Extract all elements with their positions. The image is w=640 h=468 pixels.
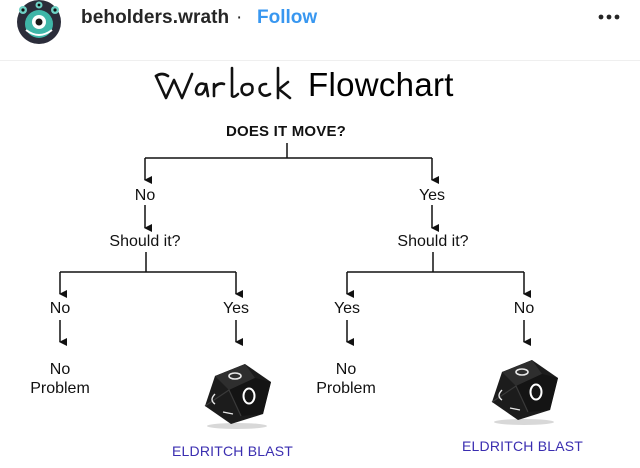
eldritch-blast-left: ELDRITCH BLAST bbox=[172, 443, 294, 459]
question-does-it-move: DOES IT MOVE? bbox=[225, 123, 347, 140]
follow-button[interactable]: Follow bbox=[257, 7, 318, 28]
result-line-2: Problem bbox=[30, 380, 90, 397]
left-should-it: Should it? bbox=[109, 233, 181, 250]
flowchart-title: Flowchart bbox=[308, 66, 454, 103]
right-should-it: Should it? bbox=[397, 233, 469, 250]
answer-yes-left: Yes bbox=[222, 300, 250, 317]
answer-no-right: No bbox=[513, 300, 535, 317]
answer-yes-right: Yes bbox=[333, 300, 361, 317]
result-line-1: No bbox=[49, 361, 71, 378]
d10-die-icon bbox=[491, 360, 558, 425]
answer-no-left: No bbox=[49, 300, 71, 317]
avatar[interactable] bbox=[12, 0, 66, 44]
separator-dot: · bbox=[236, 7, 243, 28]
beholder-avatar-icon bbox=[17, 0, 61, 44]
d10-die-icon bbox=[204, 364, 271, 429]
result-no-problem-left: No Problem bbox=[20, 360, 100, 398]
branch-yes: Yes bbox=[418, 187, 446, 204]
more-options-icon bbox=[598, 14, 620, 20]
more-options-button[interactable] bbox=[592, 6, 626, 28]
branch-no: No bbox=[134, 187, 156, 204]
username-link[interactable]: beholders.wrath bbox=[81, 7, 230, 28]
result-line-1: No bbox=[335, 361, 357, 378]
eldritch-blast-right: ELDRITCH BLAST bbox=[462, 438, 584, 454]
result-line-2: Problem bbox=[316, 380, 376, 397]
result-no-problem-right: No Problem bbox=[306, 360, 386, 398]
post-header: beholders.wrath · Follow bbox=[0, 0, 640, 61]
warlock-title-script bbox=[154, 66, 292, 100]
